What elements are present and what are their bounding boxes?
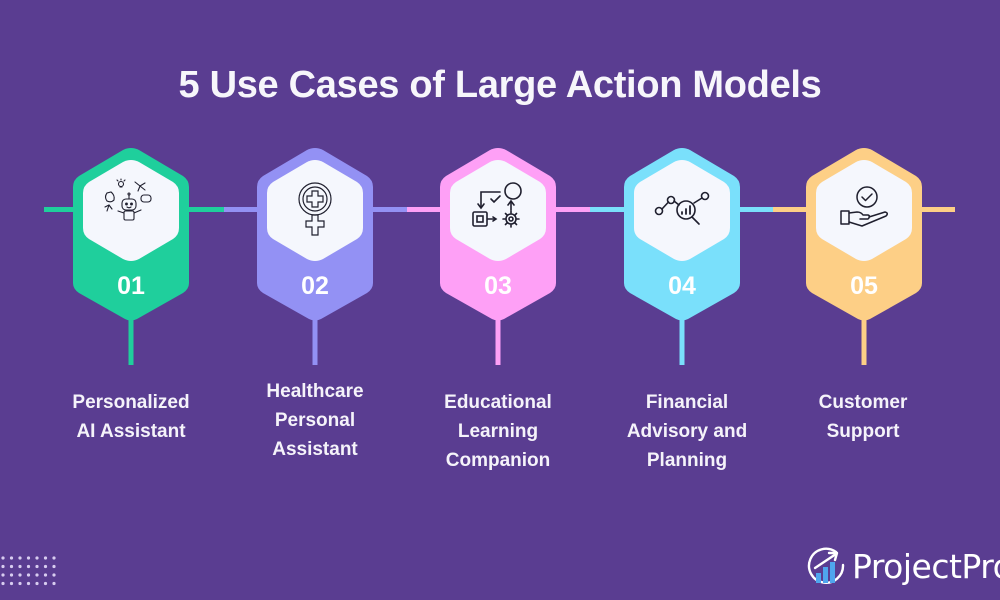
label-line: Financial <box>645 392 729 413</box>
decorative-dot-grid <box>1 556 56 586</box>
label-line: Assistant <box>272 439 358 460</box>
inner-hexagon <box>634 160 730 261</box>
stem-line <box>679 315 685 365</box>
label-line: Customer <box>818 392 908 413</box>
growth-chart-logo-icon <box>807 547 845 584</box>
step-number: 01 <box>117 272 145 300</box>
label-line: Support <box>826 421 900 442</box>
brand-name: ProjectPro <box>852 546 1000 586</box>
label-line: Personal <box>274 410 356 431</box>
label-line: Planning <box>646 450 728 471</box>
step-label-04: Financial Advisory and Planning <box>597 388 777 475</box>
step-label-05: Customer Support <box>773 388 953 446</box>
stem-line <box>128 315 134 365</box>
robot-juggling-icon <box>104 178 152 221</box>
step-05: 05 <box>806 148 922 365</box>
workflow-gear-icon <box>472 182 522 228</box>
step-label-03: Educational Learning Companion <box>408 388 588 475</box>
data-analysis-magnifier-icon <box>654 191 710 225</box>
label-line: Companion <box>445 450 551 471</box>
step-04: 04 <box>624 148 740 365</box>
label-line: Educational <box>444 392 552 413</box>
step-number: 05 <box>850 272 878 300</box>
label-line: AI Assistant <box>76 421 186 442</box>
step-label-02: Healthcare Personal Assistant <box>225 377 405 464</box>
inner-hexagon <box>450 160 546 261</box>
step-number: 03 <box>484 272 512 300</box>
female-health-cross-icon <box>298 182 332 236</box>
label-line: Healthcare <box>266 381 364 402</box>
step-02: 02 <box>257 148 373 365</box>
step-label-01: Personalized AI Assistant <box>41 388 221 446</box>
stem-line <box>312 315 318 365</box>
hand-check-icon <box>840 186 889 227</box>
label-line: Learning <box>457 421 539 442</box>
step-number: 02 <box>301 272 329 300</box>
step-03: 03 <box>440 148 556 365</box>
stem-line <box>861 315 867 365</box>
stem-line <box>495 315 501 365</box>
step-number: 04 <box>668 272 696 300</box>
step-01: 01 <box>73 148 189 365</box>
label-line: Advisory and <box>626 421 748 442</box>
page-title: 5 Use Cases of Large Action Models <box>178 64 822 106</box>
brand-logo: ProjectPro <box>806 546 1000 586</box>
label-line: Personalized <box>72 392 190 413</box>
inner-hexagon <box>816 160 912 261</box>
